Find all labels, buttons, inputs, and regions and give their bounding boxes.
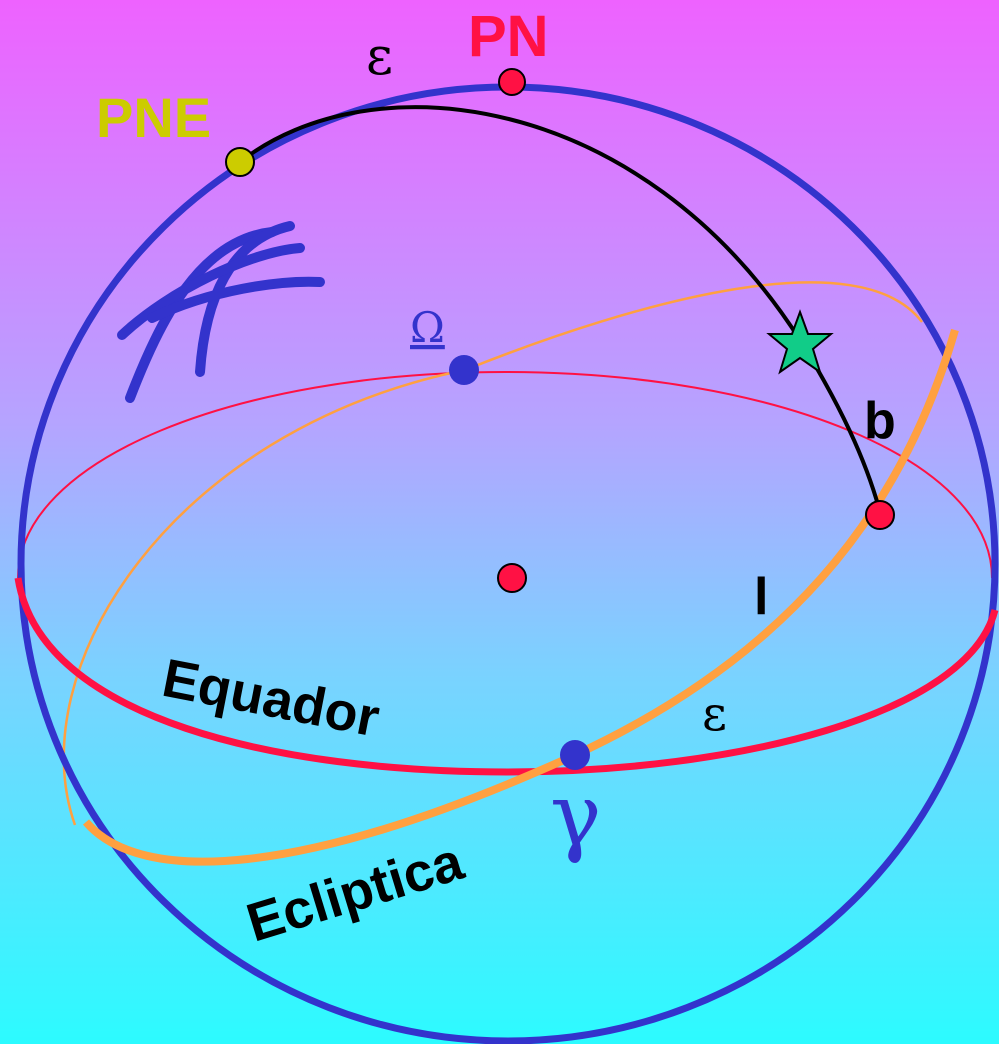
pn-label: PN [468,4,549,69]
epsilon-bottom-label: ε [702,686,727,742]
aries-symbol-icon [117,221,325,403]
north-ecliptic-pole-point [225,147,255,177]
latitude-arc [238,105,882,513]
b-label: b [864,392,896,450]
equator-front-arc [14,577,999,776]
pne-label: PNE [96,86,211,149]
omega-label: Ω [410,303,445,352]
gamma-label: γ [550,766,601,866]
vernal-equinox-point [560,740,590,770]
sphere-center-point [497,563,527,593]
ecliptic-object-point [865,500,895,530]
l-label: l [754,568,768,626]
north-pole-point [498,68,526,96]
ascending-node-point [449,355,479,385]
star-icon [766,309,834,375]
equator-back-arc [17,370,993,579]
ecliptic-label: Ecliptica [240,831,471,954]
epsilon-top-label: ε [366,27,393,87]
